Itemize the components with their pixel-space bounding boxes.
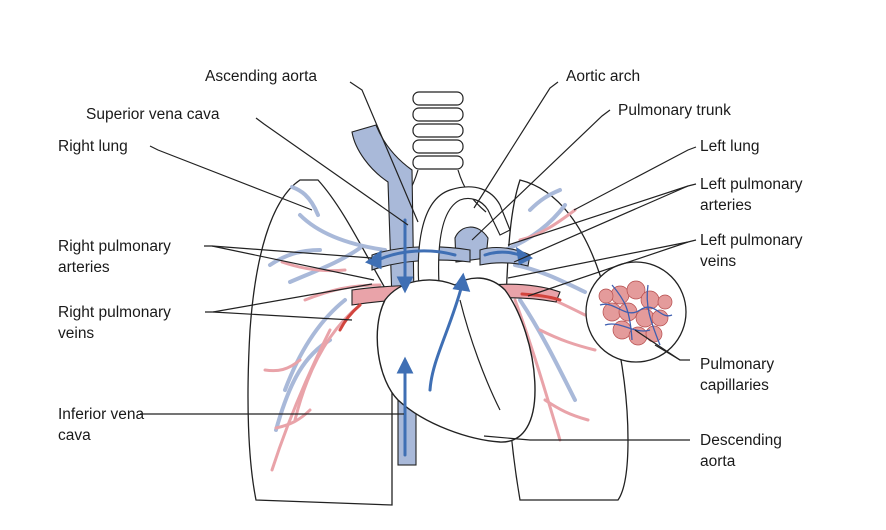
label-superior-vena-cava: Superior vena cava (86, 106, 220, 123)
oxygenated-flow-arrows (338, 292, 562, 332)
label-right-lung: Right lung (58, 138, 128, 155)
label-descending-aorta: Descending aorta (700, 432, 782, 470)
leader-lines (140, 81, 697, 441)
deoxygenated-flow-arrows (365, 218, 533, 457)
heart-septum (459, 299, 501, 411)
label-inferior-vena-cava: Inferior vena cava (58, 406, 145, 444)
aorta (417, 186, 511, 301)
pulmonary-capillaries-inset (585, 261, 687, 363)
label-left-pulmonary-arteries: Left pulmonary arteries (700, 176, 803, 214)
trachea (391, 91, 487, 213)
label-right-pulmonary-arteries: Right pulmonary arteries (58, 238, 171, 276)
label-pulmonary-capillaries: Pulmonary capillaries (700, 356, 775, 394)
label-left-pulmonary-veins: Left pulmonary veins (700, 232, 803, 270)
label-left-lung: Left lung (700, 138, 760, 155)
label-pulmonary-trunk: Pulmonary trunk (618, 102, 731, 119)
label-right-pulmonary-veins: Right pulmonary veins (58, 304, 171, 342)
label-ascending-aorta: Ascending aorta (205, 68, 318, 85)
left-pulmonary-artery-branches (503, 188, 587, 402)
label-aortic-arch: Aortic arch (566, 68, 641, 85)
